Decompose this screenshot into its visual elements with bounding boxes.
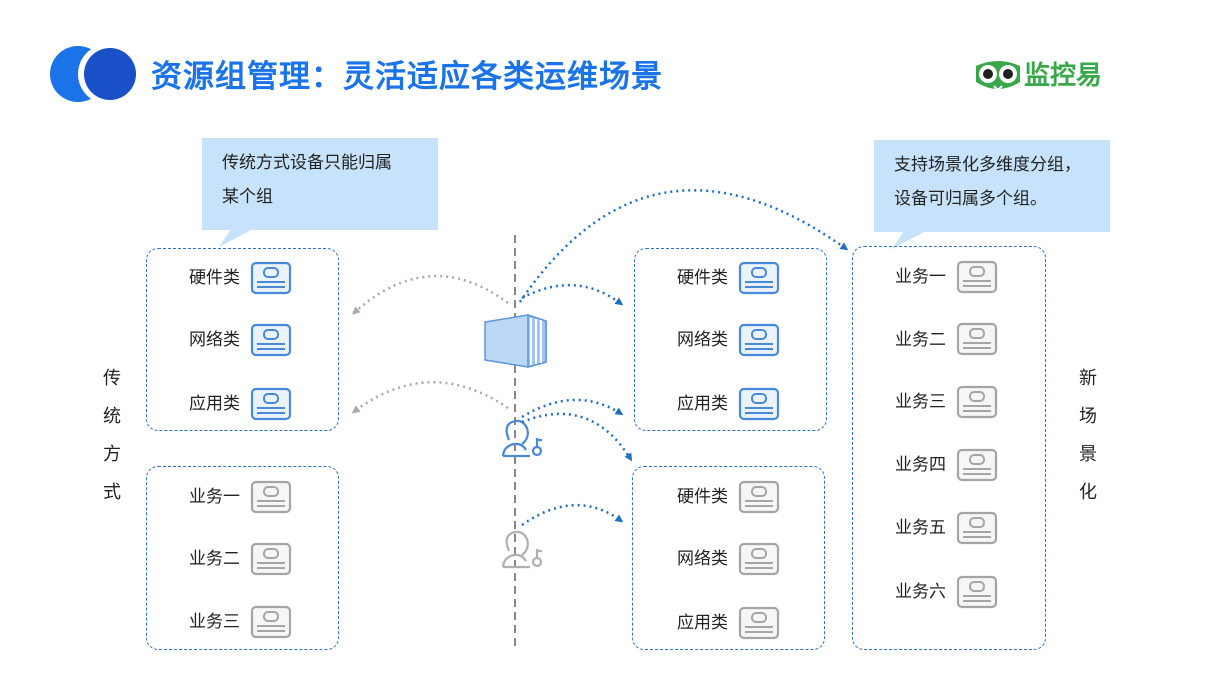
row-label: 业务五 bbox=[895, 518, 946, 538]
arrow-gray bbox=[351, 381, 509, 414]
row-label: 网络类 bbox=[677, 549, 728, 569]
row-label: 应用类 bbox=[189, 394, 240, 414]
server-device-icon bbox=[738, 261, 780, 295]
row-label: 业务四 bbox=[895, 455, 946, 475]
side-label-scenario: 新 场 景 化 bbox=[1076, 360, 1100, 512]
row-label: 业务三 bbox=[189, 612, 240, 632]
arrow-blue bbox=[521, 398, 624, 419]
callout-line: 某个组 bbox=[222, 187, 273, 207]
server-device-icon bbox=[956, 322, 998, 356]
arrow-blue bbox=[521, 283, 624, 306]
side-label-traditional: 传 统 方 式 bbox=[100, 360, 124, 512]
user-key-icon bbox=[501, 530, 543, 569]
server-device-icon bbox=[956, 575, 998, 609]
callout-scenario: 支持场景化多维度分组， 设备可归属多个组。 bbox=[874, 140, 1110, 232]
server-device-icon bbox=[956, 511, 998, 545]
row-label: 硬件类 bbox=[677, 487, 728, 507]
side-char: 景 bbox=[1079, 444, 1097, 465]
brand-name: 监控易 bbox=[1024, 61, 1103, 91]
server-device-icon bbox=[956, 260, 998, 294]
callout-line: 支持场景化多维度分组， bbox=[894, 155, 1081, 175]
server-device-icon bbox=[738, 480, 780, 514]
server-device-icon bbox=[956, 448, 998, 482]
server-device-icon bbox=[250, 261, 292, 295]
row-label: 业务二 bbox=[189, 549, 240, 569]
server-device-icon bbox=[250, 542, 292, 576]
callout-pointer bbox=[219, 229, 253, 247]
logo-icon bbox=[50, 44, 138, 104]
server-device-icon bbox=[250, 605, 292, 639]
server-device-icon bbox=[250, 387, 292, 421]
group-box-mid-top bbox=[634, 248, 827, 431]
arrow-gray bbox=[352, 274, 509, 315]
side-char: 新 bbox=[1079, 368, 1097, 389]
server-device-icon bbox=[738, 542, 780, 576]
page-title: 资源组管理：灵活适应各类运维场景 bbox=[151, 59, 663, 95]
row-label: 网络类 bbox=[677, 330, 728, 350]
row-label: 业务六 bbox=[895, 582, 946, 602]
side-char: 方 bbox=[103, 444, 121, 465]
server-device-icon bbox=[250, 480, 292, 514]
group-box-left-bottom bbox=[146, 466, 339, 650]
group-box-right bbox=[852, 246, 1046, 650]
owl-face-icon bbox=[976, 61, 1020, 92]
server-device-icon bbox=[738, 606, 780, 640]
side-char: 化 bbox=[1079, 482, 1097, 503]
user-key-icon bbox=[501, 419, 543, 458]
group-box-mid-bottom bbox=[632, 466, 825, 650]
arrow-blue bbox=[521, 503, 624, 527]
row-label: 业务三 bbox=[895, 392, 946, 412]
side-char: 传 bbox=[103, 368, 121, 389]
row-label: 硬件类 bbox=[189, 268, 240, 288]
callout-traditional: 传统方式设备只能归属 某个组 bbox=[202, 138, 438, 230]
group-box-left-top bbox=[146, 248, 339, 431]
side-char: 场 bbox=[1079, 406, 1097, 427]
row-label: 业务二 bbox=[895, 330, 946, 350]
callout-line: 传统方式设备只能归属 bbox=[222, 153, 392, 173]
server-device-icon bbox=[250, 323, 292, 357]
callout-line: 设备可归属多个组。 bbox=[894, 189, 1047, 209]
row-label: 业务一 bbox=[895, 267, 946, 287]
server-device-icon bbox=[956, 385, 998, 419]
arrow-blue bbox=[518, 189, 849, 303]
row-label: 网络类 bbox=[189, 330, 240, 350]
side-char: 式 bbox=[103, 482, 121, 503]
server-device-icon bbox=[738, 387, 780, 421]
arrow-blue bbox=[521, 412, 633, 462]
row-label: 应用类 bbox=[677, 613, 728, 633]
row-label: 应用类 bbox=[677, 394, 728, 414]
row-label: 业务一 bbox=[189, 487, 240, 507]
server-device-icon bbox=[738, 323, 780, 357]
row-label: 硬件类 bbox=[677, 268, 728, 288]
callout-pointer bbox=[892, 231, 926, 249]
server-rack-icon bbox=[484, 313, 547, 368]
side-char: 统 bbox=[103, 406, 121, 427]
